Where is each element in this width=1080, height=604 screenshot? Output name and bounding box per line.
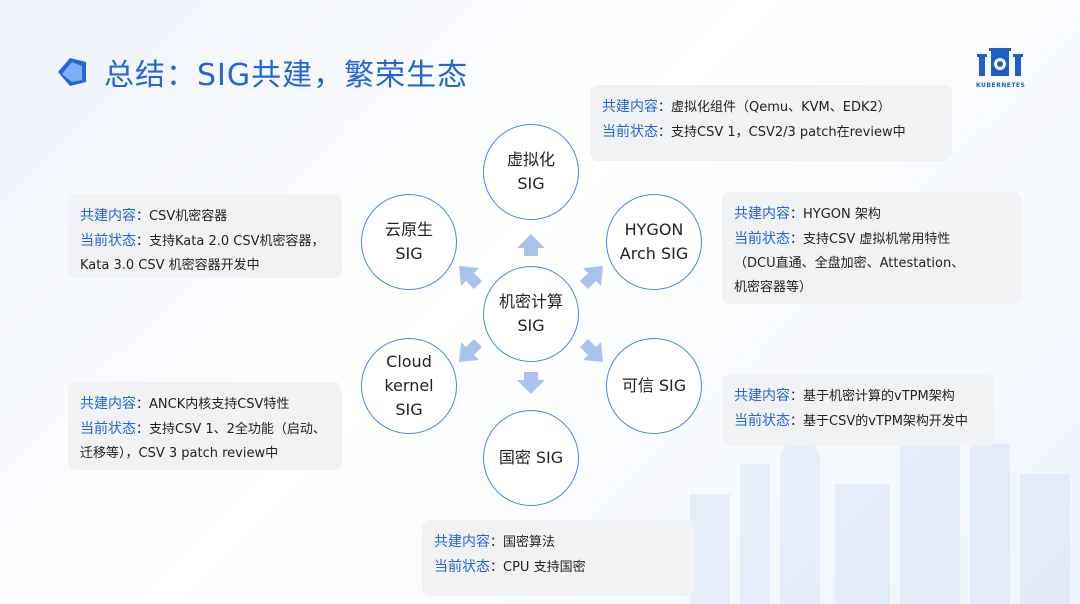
title-bullet-icon (58, 58, 86, 86)
status-label: 当前状态 (734, 231, 790, 247)
content-label: 共建内容 (434, 534, 490, 550)
content-label: 共建内容 (80, 208, 136, 224)
sig-node-label: HYGON (624, 220, 684, 239)
sig-node-label: 可信 SIG (621, 376, 687, 395)
sig-node-cloud-kernel[interactable]: Cloud kernel SIG (361, 338, 457, 434)
card-guomi: 共建内容：国密算法 当前状态：CPU 支持国密 (422, 520, 694, 596)
page-title: 总结：SIG共建，繁荣生态 (104, 58, 469, 93)
sig-node-trusted[interactable]: 可信 SIG (606, 338, 702, 434)
status-text-cont: （DCU直通、全盘加密、Attestation、 (734, 256, 965, 271)
kubernetes-logo-text: KUBERNETES (976, 82, 1026, 89)
content-text: ：HYGON 架构 (790, 207, 881, 222)
sig-node-label: SIG (517, 174, 545, 193)
content-text: ：虚拟化组件（Qemu、KVM、EDK2） (658, 100, 891, 115)
card-trusted: 共建内容：基于机密计算的vTPM架构 当前状态：基于CSV的vTPM架构开发中 (722, 374, 994, 446)
card-row-content: 共建内容：ANCK内核支持CSV特性 (80, 392, 330, 417)
content-text: ：ANCK内核支持CSV特性 (136, 397, 290, 412)
card-cloud-kernel: 共建内容：ANCK内核支持CSV特性 当前状态：支持CSV 1、2全功能（启动、… (68, 382, 342, 470)
content-label: 共建内容 (734, 206, 790, 222)
sig-node-virtualization[interactable]: 虚拟化 SIG (483, 124, 579, 220)
card-row-status: 当前状态：支持CSV 1、2全功能（启动、 (80, 417, 330, 442)
status-text: ：基于CSV的vTPM架构开发中 (790, 414, 968, 429)
status-label: 当前状态 (80, 421, 136, 437)
content-text: ：国密算法 (490, 535, 556, 550)
status-label: 当前状态 (602, 124, 658, 140)
status-label: 当前状态 (734, 413, 790, 429)
status-text-cont: 机密容器等） (734, 280, 813, 295)
card-row-status: 当前状态：支持CSV 1，CSV2/3 patch在review中 (602, 120, 940, 145)
status-text: ：CPU 支持国密 (490, 560, 586, 575)
sig-node-label: 机密计算 (498, 292, 563, 311)
content-label: 共建内容 (80, 396, 136, 412)
status-text-cont: 迁移等），CSV 3 patch review中 (80, 446, 279, 461)
sig-node-label: SIG (395, 400, 423, 419)
card-row-status: 当前状态：支持Kata 2.0 CSV机密容器， (80, 229, 330, 254)
card-row-status: 当前状态：支持CSV 虚拟机常用特性 (734, 227, 1010, 252)
content-text: ：基于机密计算的vTPM架构 (790, 389, 955, 404)
card-row-status: 当前状态：基于CSV的vTPM架构开发中 (734, 409, 982, 434)
sig-node-label: 云原生 (384, 220, 433, 239)
kubernetes-logo: KUBERNETES (976, 46, 1026, 92)
arrow-down-right-icon (580, 339, 603, 362)
sig-node-label: 国密 SIG (498, 448, 564, 467)
sig-node-hygon-arch[interactable]: HYGON Arch SIG (606, 194, 702, 290)
sig-node-cloud-native[interactable]: 云原生 SIG (361, 194, 457, 290)
kubernetes-logo-icon (977, 48, 1023, 76)
status-text: ：支持CSV 虚拟机常用特性 (790, 232, 951, 247)
sig-node-label: SIG (517, 316, 545, 335)
content-label: 共建内容 (734, 388, 790, 404)
status-text: ：支持CSV 1，CSV2/3 patch在review中 (658, 125, 906, 140)
arrow-up-left-icon (459, 266, 482, 289)
sig-node-label: kernel (384, 376, 434, 395)
arrow-up-right-icon (580, 266, 603, 289)
arrow-down-left-icon (459, 339, 482, 362)
content-label: 共建内容 (602, 99, 658, 115)
sig-node-label: SIG (395, 244, 423, 263)
content-text: ：CSV机密容器 (136, 209, 228, 224)
card-row-content: 共建内容：国密算法 (434, 530, 682, 555)
arrow-up-icon (517, 234, 545, 256)
card-row-content: 共建内容：HYGON 架构 (734, 202, 1010, 227)
status-text: ：支持Kata 2.0 CSV机密容器， (136, 234, 325, 249)
card-row-content: 共建内容：基于机密计算的vTPM架构 (734, 384, 982, 409)
card-cloud-native: 共建内容：CSV机密容器 当前状态：支持Kata 2.0 CSV机密容器， Ka… (68, 194, 342, 278)
card-hygon: 共建内容：HYGON 架构 当前状态：支持CSV 虚拟机常用特性 （DCU直通、… (722, 192, 1022, 304)
sig-node-confidential-computing[interactable]: 机密计算 SIG (483, 266, 579, 362)
status-text: ：支持CSV 1、2全功能（启动、 (136, 422, 326, 437)
status-label: 当前状态 (434, 559, 490, 575)
card-virtualization: 共建内容：虚拟化组件（Qemu、KVM、EDK2） 当前状态：支持CSV 1，C… (590, 85, 952, 161)
card-row-content: 共建内容：CSV机密容器 (80, 204, 330, 229)
card-row-content: 共建内容：虚拟化组件（Qemu、KVM、EDK2） (602, 95, 940, 120)
page-header: 总结：SIG共建，繁荣生态 (52, 50, 468, 94)
status-text-cont: Kata 3.0 CSV 机密容器开发中 (80, 258, 260, 273)
sig-node-guomi[interactable]: 国密 SIG (483, 410, 579, 506)
status-label: 当前状态 (80, 233, 136, 249)
card-row-status: 当前状态：CPU 支持国密 (434, 555, 682, 580)
arrow-down-icon (517, 372, 545, 394)
sig-node-label: Cloud (386, 352, 432, 371)
sig-node-label: Arch SIG (619, 244, 689, 263)
sig-node-label: 虚拟化 (506, 150, 555, 169)
